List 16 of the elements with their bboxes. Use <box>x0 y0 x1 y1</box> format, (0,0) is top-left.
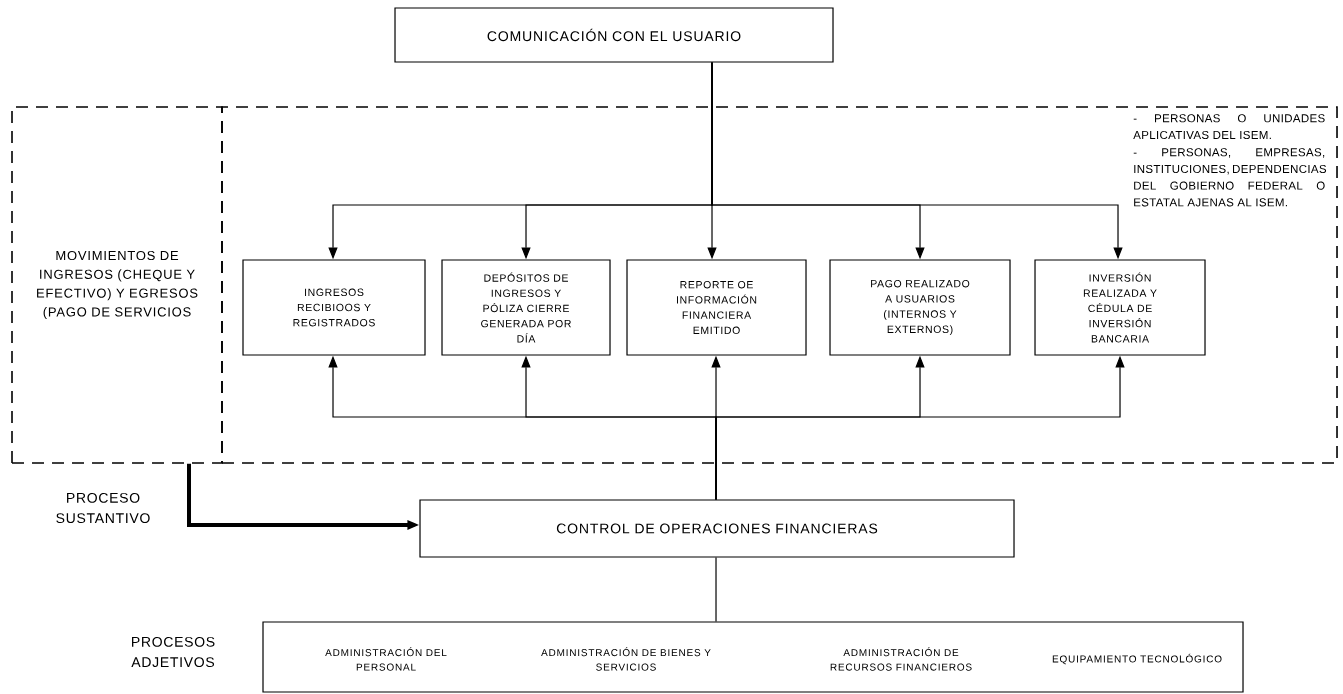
process-box: REPORTE OE INFORMACIÓN FINANCIERA EMITIDO <box>626 259 807 356</box>
process-box: COMUNICACIÓN CON EL USUARIO <box>394 7 834 63</box>
side-label: PROCESOS ADJETIVOS <box>131 636 215 668</box>
dashed-region: MOVIMIENTOS DE INGRESOS (CHEQUE Y EFECTIVO) Y EGRESOS (PAGO DE SERVICIOS <box>11 106 223 464</box>
process-box: INGRESOS RECIBIOOS Y REGISTRADOS <box>242 259 426 356</box>
note-text: - PERSONAS O UNIDADES APLICATIVAS DEL ISEM. <box>1133 114 1325 140</box>
process-label: ADMINISTRACIÓN DE BIENES Y SERVICIOS <box>541 647 711 671</box>
process-label: EQUIPAMIENTO TECNOLÓGICO <box>1052 653 1222 665</box>
note-text: - PERSONAS, EMPRESAS, INSTITUCIONES, DEPENDENCIAS DEL GOBIERNO FEDERAL O ESTATAL AJENAS AL ISEM. <box>1133 148 1327 207</box>
process-box: INVERSIÓN REALIZADA Y CÉDULA DE INVERSIÓN BANCARIA <box>1034 259 1206 356</box>
process-box: CONTROL DE OPERACIONES FINANCIERAS <box>419 499 1015 558</box>
process-label: ADMINISTRACIÓN DEL PERSONAL <box>325 647 447 671</box>
process-box: PAGO REALIZADO A USUARIOS (INTERNOS Y EXTERNOS) <box>829 259 1011 356</box>
process-box: DEPÓSITOS DE INGRESOS Y PÓLIZA CIERRE GENERADA POR DÍA <box>441 259 611 356</box>
process-label: ADMINISTRACIÓN DE RECURSOS FINANCIEROS <box>830 647 972 671</box>
side-label: PROCESO SUSTANTIVO <box>56 492 150 524</box>
